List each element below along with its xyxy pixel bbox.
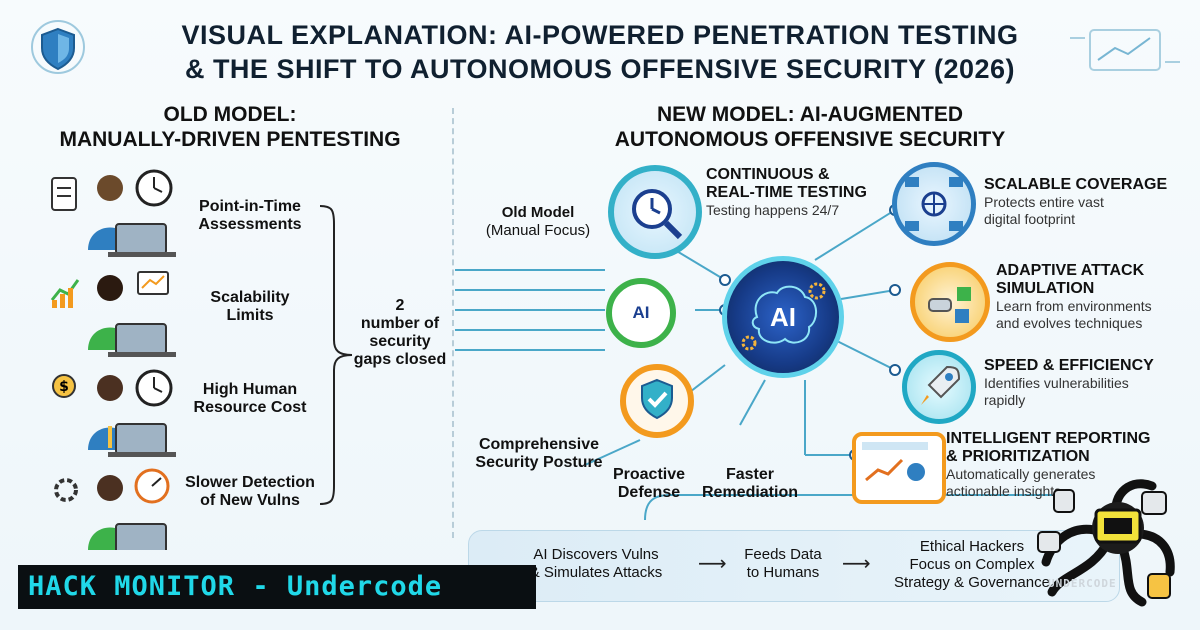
- robot-hand-cubes-icon: [910, 262, 990, 342]
- new-model-heading: NEW MODEL: AI-AUGMENTED AUTONOMOUS OFFEN…: [570, 102, 1050, 152]
- feature-speed-title: SPEED & EFFICIENCY: [984, 357, 1154, 374]
- flow-step-3: Ethical Hackers Focus on Complex Strateg…: [874, 538, 1070, 592]
- feature-adaptive-desc-2: and evolves techniques: [996, 315, 1143, 331]
- report-dashboard-icon: [852, 432, 946, 504]
- hack-monitor-banner: [18, 565, 536, 609]
- old-model-heading-1: OLD MODEL:: [163, 103, 297, 126]
- feature-scalable-desc-2: digital footprint: [984, 211, 1076, 227]
- new-model-heading-1: NEW MODEL: AI-AUGMENTED: [656, 103, 964, 126]
- old-ref-line-1: Old Model: [501, 204, 575, 221]
- old-item-4-line-2: of New Vulns: [200, 492, 300, 509]
- flow-step-2: Feeds Data to Humans: [728, 546, 838, 582]
- summary-line-1: 2: [395, 297, 405, 314]
- old-item-2-line-1: Scalability: [210, 289, 290, 306]
- outcome-faster-1: Faster: [725, 466, 775, 483]
- ai-node-label: AI: [632, 303, 650, 322]
- feature-adaptive: ADAPTIVE ATTACK SIMULATION Learn from en…: [996, 262, 1152, 332]
- title-line-2: & THE SHIFT TO AUTONOMOUS OFFENSIVE SECU…: [184, 54, 1016, 84]
- old-model-heading: OLD MODEL: MANUALLY-DRIVEN PENTESTING: [30, 102, 430, 152]
- old-model-heading-2: MANUALLY-DRIVEN PENTESTING: [59, 128, 401, 151]
- octopus-mascot-logo: UNDERCODE: [1032, 462, 1182, 612]
- feature-continuous-title-2: REAL-TIME TESTING: [706, 184, 867, 201]
- new-model-heading-2: AUTONOMOUS OFFENSIVE SECURITY: [614, 128, 1006, 151]
- rocket-icon: [902, 350, 976, 424]
- feature-reporting: INTELLIGENT REPORTING & PRIORITIZATION A…: [946, 430, 1150, 500]
- old-item-1-line-1: Point-in-Time: [199, 198, 301, 215]
- flow-step-2-line-2: to Humans: [746, 564, 820, 581]
- old-item-4-line-1: Slower Detection: [185, 474, 315, 491]
- logo-text: UNDERCODE: [1048, 577, 1117, 590]
- feature-adaptive-title-1: ADAPTIVE ATTACK: [996, 262, 1145, 279]
- old-item-3-line-2: Resource Cost: [193, 399, 307, 416]
- workflow-bar: [468, 530, 1120, 602]
- svg-text:$: $: [59, 379, 69, 395]
- old-model-bracket: [319, 205, 353, 505]
- old-item-1-line-2: Assessments: [198, 216, 302, 233]
- flow-step-3-line-1: Ethical Hackers: [919, 538, 1025, 555]
- shield-check-icon: [620, 364, 694, 438]
- title-line-1: VISUAL EXPLANATION: AI-POWERED PENETRATI…: [181, 20, 1019, 50]
- flow-step-1-line-2: & Simulates Attacks: [529, 564, 663, 581]
- feature-continuous: CONTINUOUS & REAL-TIME TESTING Testing h…: [706, 166, 867, 219]
- summary-line-2: number of: [360, 315, 440, 332]
- feature-speed-desc-2: rapidly: [984, 392, 1026, 408]
- old-item-3-line-1: High Human: [202, 381, 298, 398]
- feature-reporting-desc-1: Automatically generates: [946, 466, 1096, 482]
- gaps-closed-summary: 2 number of security gaps closed: [348, 297, 452, 369]
- outcome-comprehensive-1: Comprehensive: [478, 436, 600, 453]
- outcome-proactive-1: Proactive: [612, 466, 686, 483]
- decorative-chart-icon: [1070, 20, 1180, 80]
- person-dollar-clock-icon: $: [52, 369, 176, 457]
- banner-text: HACK MONITOR - Undercode: [28, 571, 443, 602]
- flow-step-1: AI Discovers Vulns & Simulates Attacks: [496, 546, 696, 582]
- feature-continuous-desc: Testing happens 24/7: [706, 202, 840, 218]
- feature-speed: SPEED & EFFICIENCY Identifies vulnerabil…: [984, 357, 1154, 409]
- person-gear-gauge-icon: [54, 468, 170, 550]
- feature-continuous-title-1: CONTINUOUS &: [706, 166, 830, 183]
- feature-reporting-desc-2: actionable insights: [946, 483, 1062, 499]
- old-item-2-line-2: Limits: [226, 307, 274, 324]
- old-model-reference: Old Model (Manual Focus): [478, 204, 598, 240]
- old-item-4: Slower Detection of New Vulns: [178, 474, 322, 510]
- outcome-proactive-2: Defense: [617, 484, 681, 501]
- outcome-faster-2: Remediation: [701, 484, 798, 501]
- feature-speed-desc-1: Identifies vulnerabilities: [984, 375, 1129, 391]
- ai-brain-hub-icon: AI: [722, 256, 844, 378]
- person-clipboard-clock-icon: [51, 169, 176, 257]
- old-item-3: High Human Resource Cost: [182, 381, 318, 417]
- outcome-comprehensive-2: Security Posture: [475, 454, 603, 471]
- outcome-faster: Faster Remediation: [694, 466, 806, 502]
- arrow-right-icon: ⟶: [842, 553, 871, 575]
- outcome-comprehensive: Comprehensive Security Posture: [464, 436, 614, 472]
- hub-ai-label: AI: [770, 302, 796, 332]
- old-item-2: Scalability Limits: [182, 289, 318, 325]
- feature-scalable: SCALABLE COVERAGE Protects entire vast d…: [984, 176, 1167, 228]
- old-ref-line-2: (Manual Focus): [485, 222, 591, 239]
- feature-adaptive-title-2: SIMULATION: [996, 280, 1095, 297]
- old-item-1: Point-in-Time Assessments: [182, 198, 318, 234]
- summary-line-3: security: [369, 333, 431, 350]
- section-divider: [452, 108, 454, 538]
- feature-scalable-desc-1: Protects entire vast: [984, 194, 1104, 210]
- old-model-illustrations: $: [50, 169, 176, 550]
- outcome-proactive: Proactive Defense: [604, 466, 694, 502]
- network-globe-icon: [892, 162, 976, 246]
- page-title: VISUAL EXPLANATION: AI-POWERED PENETRATI…: [0, 18, 1200, 86]
- feature-reporting-title-1: INTELLIGENT REPORTING: [946, 430, 1151, 447]
- hub-connectors: [455, 204, 1055, 521]
- summary-line-4: gaps closed: [353, 351, 447, 368]
- arrow-right-icon: ⟶: [698, 553, 727, 575]
- clock-magnifier-icon: [608, 165, 702, 259]
- ai-node-icon: AI: [606, 278, 676, 348]
- flow-step-2-line-1: Feeds Data: [744, 546, 822, 563]
- feature-adaptive-desc-1: Learn from environments: [996, 298, 1152, 314]
- flow-step-3-line-2: Focus on Complex: [909, 556, 1035, 573]
- feature-scalable-title: SCALABLE COVERAGE: [984, 176, 1168, 193]
- feature-reporting-title-2: & PRIORITIZATION: [946, 448, 1090, 465]
- flow-step-1-line-1: AI Discovers Vulns: [533, 546, 659, 563]
- shield-logo-icon: [18, 14, 98, 80]
- flow-step-3-line-3: Strategy & Governance: [894, 574, 1050, 591]
- person-growth-chart-icon: [50, 271, 176, 357]
